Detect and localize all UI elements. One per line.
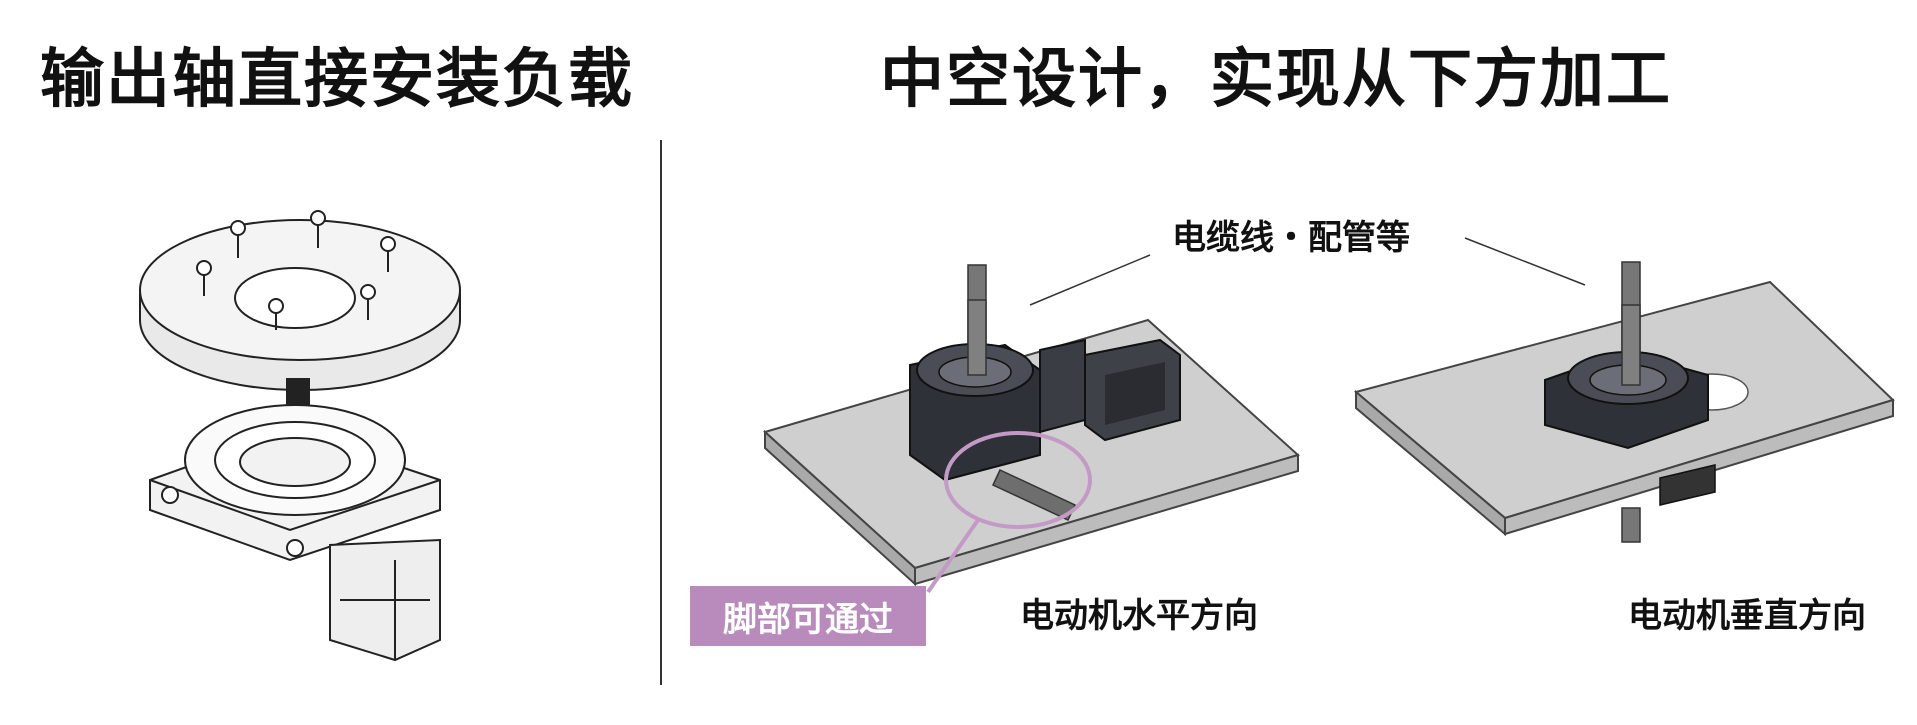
section-divider xyxy=(660,140,662,685)
title-direct-mount: 输出轴直接安装负载 xyxy=(40,43,634,117)
cable-pipe-bottom-vertical xyxy=(1621,507,1641,543)
label-motor-vertical: 电动机垂直方向 xyxy=(1628,596,1866,636)
cable-pointer-line-left xyxy=(1029,254,1151,306)
motor-below-plate xyxy=(1659,464,1716,506)
foot-passable-badge: 脚部可通过 xyxy=(690,586,926,646)
load-plate xyxy=(139,210,461,391)
actuator-horizontal xyxy=(909,299,1181,482)
screw-icons xyxy=(196,210,396,330)
label-cables-pipes: 电缆线・配管等 xyxy=(1172,218,1410,258)
label-motor-horizontal: 电动机水平方向 xyxy=(1020,596,1258,636)
left-illustration xyxy=(139,210,461,662)
title-hollow-design: 中空设计，实现从下方加工 xyxy=(880,43,1672,117)
vertical-motor-illustration xyxy=(1353,237,1895,543)
cable-pipe-horizontal xyxy=(992,469,1076,521)
foot-pointer-line xyxy=(926,518,980,594)
horizontal-motor-illustration xyxy=(763,254,1300,594)
cable-pointer-line-right xyxy=(1464,237,1586,286)
foot-highlight-circle xyxy=(944,431,1092,529)
rotary-actuator xyxy=(149,404,441,662)
actuator-vertical xyxy=(1544,304,1709,450)
